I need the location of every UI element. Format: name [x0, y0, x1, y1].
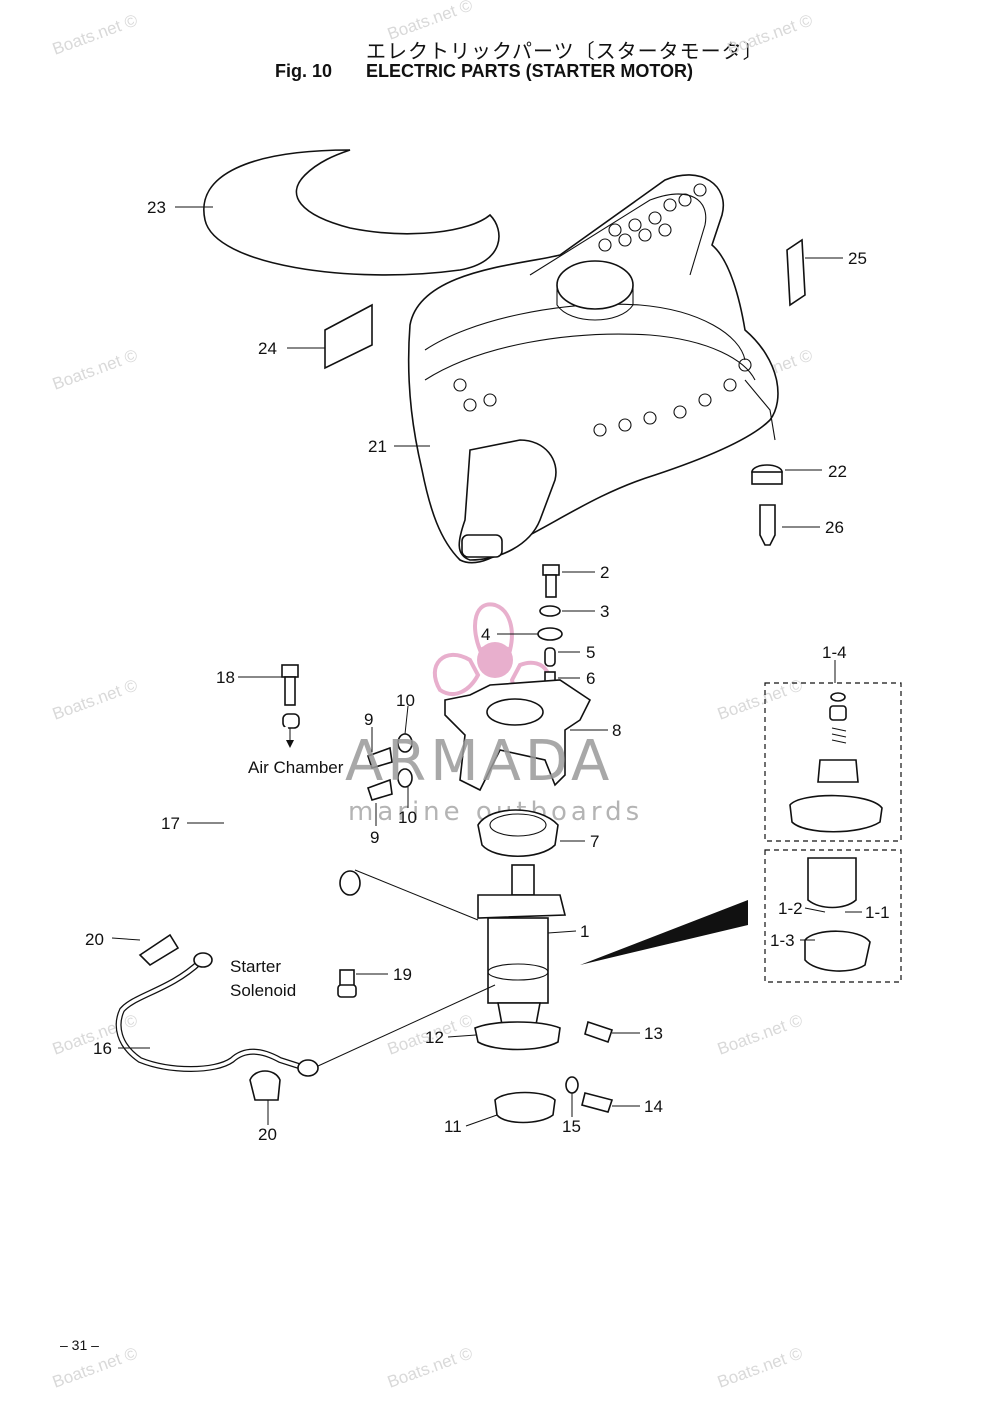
part-2-bolt-shank [545, 574, 557, 598]
callout-25: 25 [848, 249, 867, 268]
callout-17: 17 [161, 814, 180, 833]
watermark-text: Boats.net © [50, 675, 141, 723]
part-22-grommet-body [751, 471, 783, 485]
part-18-banjo [282, 713, 300, 729]
callout-15: 15 [562, 1117, 581, 1136]
part-4-washer [537, 627, 563, 641]
detail-box-1-4 [764, 682, 902, 842]
callout-1-1: 1-1 [865, 903, 890, 922]
part-11-band [494, 1091, 556, 1124]
watermark-text: Boats.net © [385, 1343, 476, 1391]
callout-21: 21 [368, 437, 387, 456]
callout-20-upper: 20 [85, 930, 104, 949]
part-26-collar [759, 504, 776, 546]
detail-end-cover [804, 857, 871, 972]
part-18-bolt-head [281, 664, 299, 678]
part-14-bolt [581, 1092, 614, 1113]
callout-12: 12 [425, 1028, 444, 1047]
callout-1-2: 1-2 [778, 899, 803, 918]
note-starter: Starter [230, 957, 281, 976]
callout-20-lower: 20 [258, 1125, 277, 1144]
part-18-bolt-shank [284, 676, 296, 706]
part-16-terminal-lower [297, 1059, 319, 1077]
watermark-text: Boats.net © [50, 345, 141, 393]
callout-19: 19 [393, 965, 412, 984]
cover-vent-holes [453, 183, 752, 437]
callout-1-4: 1-4 [822, 643, 847, 662]
figure-title: ELECTRIC PARTS (STARTER MOTOR) [366, 61, 693, 81]
part-9-bolt-upper [366, 746, 393, 769]
callout-9-upper: 9 [364, 710, 373, 729]
part-2-bolt-head [542, 564, 560, 576]
part-13-bolt [584, 1020, 614, 1044]
callout-1: 1 [580, 922, 589, 941]
part-9-bolt-lower [366, 778, 393, 801]
brand-wordmark: ARMADA [345, 729, 613, 794]
watermark-text: Boats.net © [50, 10, 141, 58]
callout-3: 3 [600, 602, 609, 621]
part-17-hose-end [339, 870, 361, 896]
callout-labels: 23 25 24 21 22 26 2 3 4 5 6 18 10 9 8 9 … [85, 198, 890, 1144]
callout-2: 2 [600, 563, 609, 582]
detail-box-1-1-to-1-3 [764, 849, 902, 983]
callout-4: 4 [481, 625, 490, 644]
japanese-title: エレクトリックパーツ〔スタータモータ〕 [366, 39, 764, 63]
callout-1-3: 1-3 [770, 931, 795, 950]
callout-11: 11 [444, 1117, 462, 1136]
part-7-spacer [477, 809, 559, 858]
callout-22: 22 [828, 462, 847, 481]
callout-7: 7 [590, 832, 599, 851]
part-19-bolt-head [337, 984, 357, 998]
detail-pointer-wedge [580, 900, 748, 965]
part-10-washer-lower [397, 768, 413, 788]
note-solenoid: Solenoid [230, 981, 296, 1000]
page-number: – 31 – [60, 1337, 99, 1353]
part-15-washer [565, 1076, 579, 1094]
part-16-terminal-upper [193, 952, 213, 968]
callout-8: 8 [612, 721, 621, 740]
callout-18: 18 [216, 668, 235, 687]
callout-26: 26 [825, 518, 844, 537]
callout-13: 13 [644, 1024, 663, 1043]
part-23-crescent-decal [203, 149, 500, 276]
watermark-text: Boats.net © [725, 10, 816, 58]
part-20-cap-lower [249, 1070, 281, 1101]
watermark-text: Boats.net © [715, 1343, 806, 1391]
watermark-text: Boats.net © [385, 0, 476, 44]
callout-16: 16 [93, 1039, 112, 1058]
part-12-band [474, 1021, 561, 1051]
callout-5: 5 [586, 643, 595, 662]
watermark-text: Boats.net © [715, 1010, 806, 1058]
callout-14: 14 [644, 1097, 663, 1116]
part-5-collar [544, 647, 556, 667]
part-25-decal [786, 238, 806, 307]
part-24-decal [324, 303, 373, 370]
part-21-flywheel-cover [407, 174, 779, 564]
leader-lines [111, 206, 862, 1127]
part-3-washer [539, 605, 561, 617]
part-8-starter-bracket [444, 679, 592, 792]
callout-6: 6 [586, 669, 595, 688]
part-16-cable [115, 959, 306, 1072]
part-1-starter-motor [477, 864, 567, 1031]
part-20-cap-upper [138, 933, 180, 967]
watermark-text: Boats.net © [715, 675, 806, 723]
figure-number: Fig. 10 [275, 61, 333, 81]
note-air-chamber: Air Chamber [248, 758, 344, 777]
callout-9-lower: 9 [370, 828, 379, 847]
callout-24: 24 [258, 339, 277, 358]
callout-10-upper: 10 [396, 691, 415, 710]
callout-10-lower: 10 [398, 808, 417, 827]
detail-pinion-assembly [789, 692, 883, 833]
callout-23: 23 [147, 198, 166, 217]
part-8-bore [486, 698, 544, 726]
